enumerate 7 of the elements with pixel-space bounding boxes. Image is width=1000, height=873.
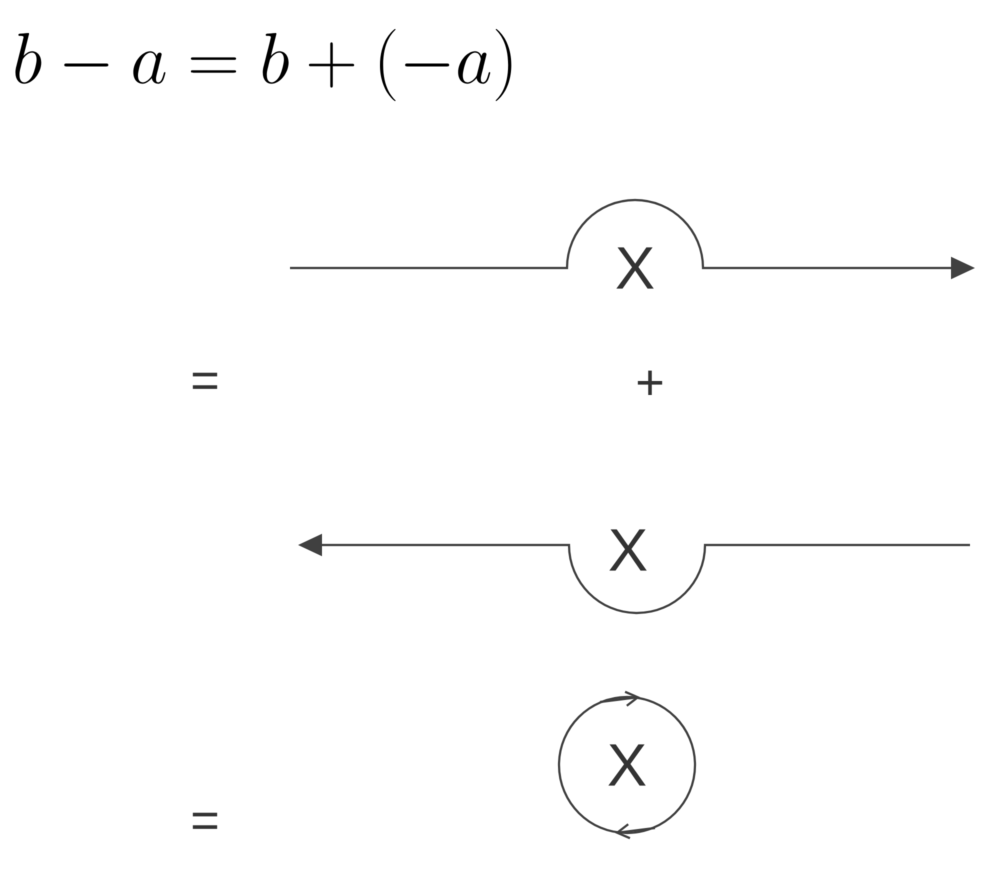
symbol-label: X <box>609 529 647 571</box>
symbol-label: + <box>638 370 662 396</box>
formula: $b-a=b+(-a)$ <box>15 29 512 102</box>
symbol-label: = <box>192 812 218 829</box>
symbol-label: X <box>616 247 654 289</box>
symbol-label: = <box>192 372 218 389</box>
symbol-label: X <box>608 744 646 786</box>
